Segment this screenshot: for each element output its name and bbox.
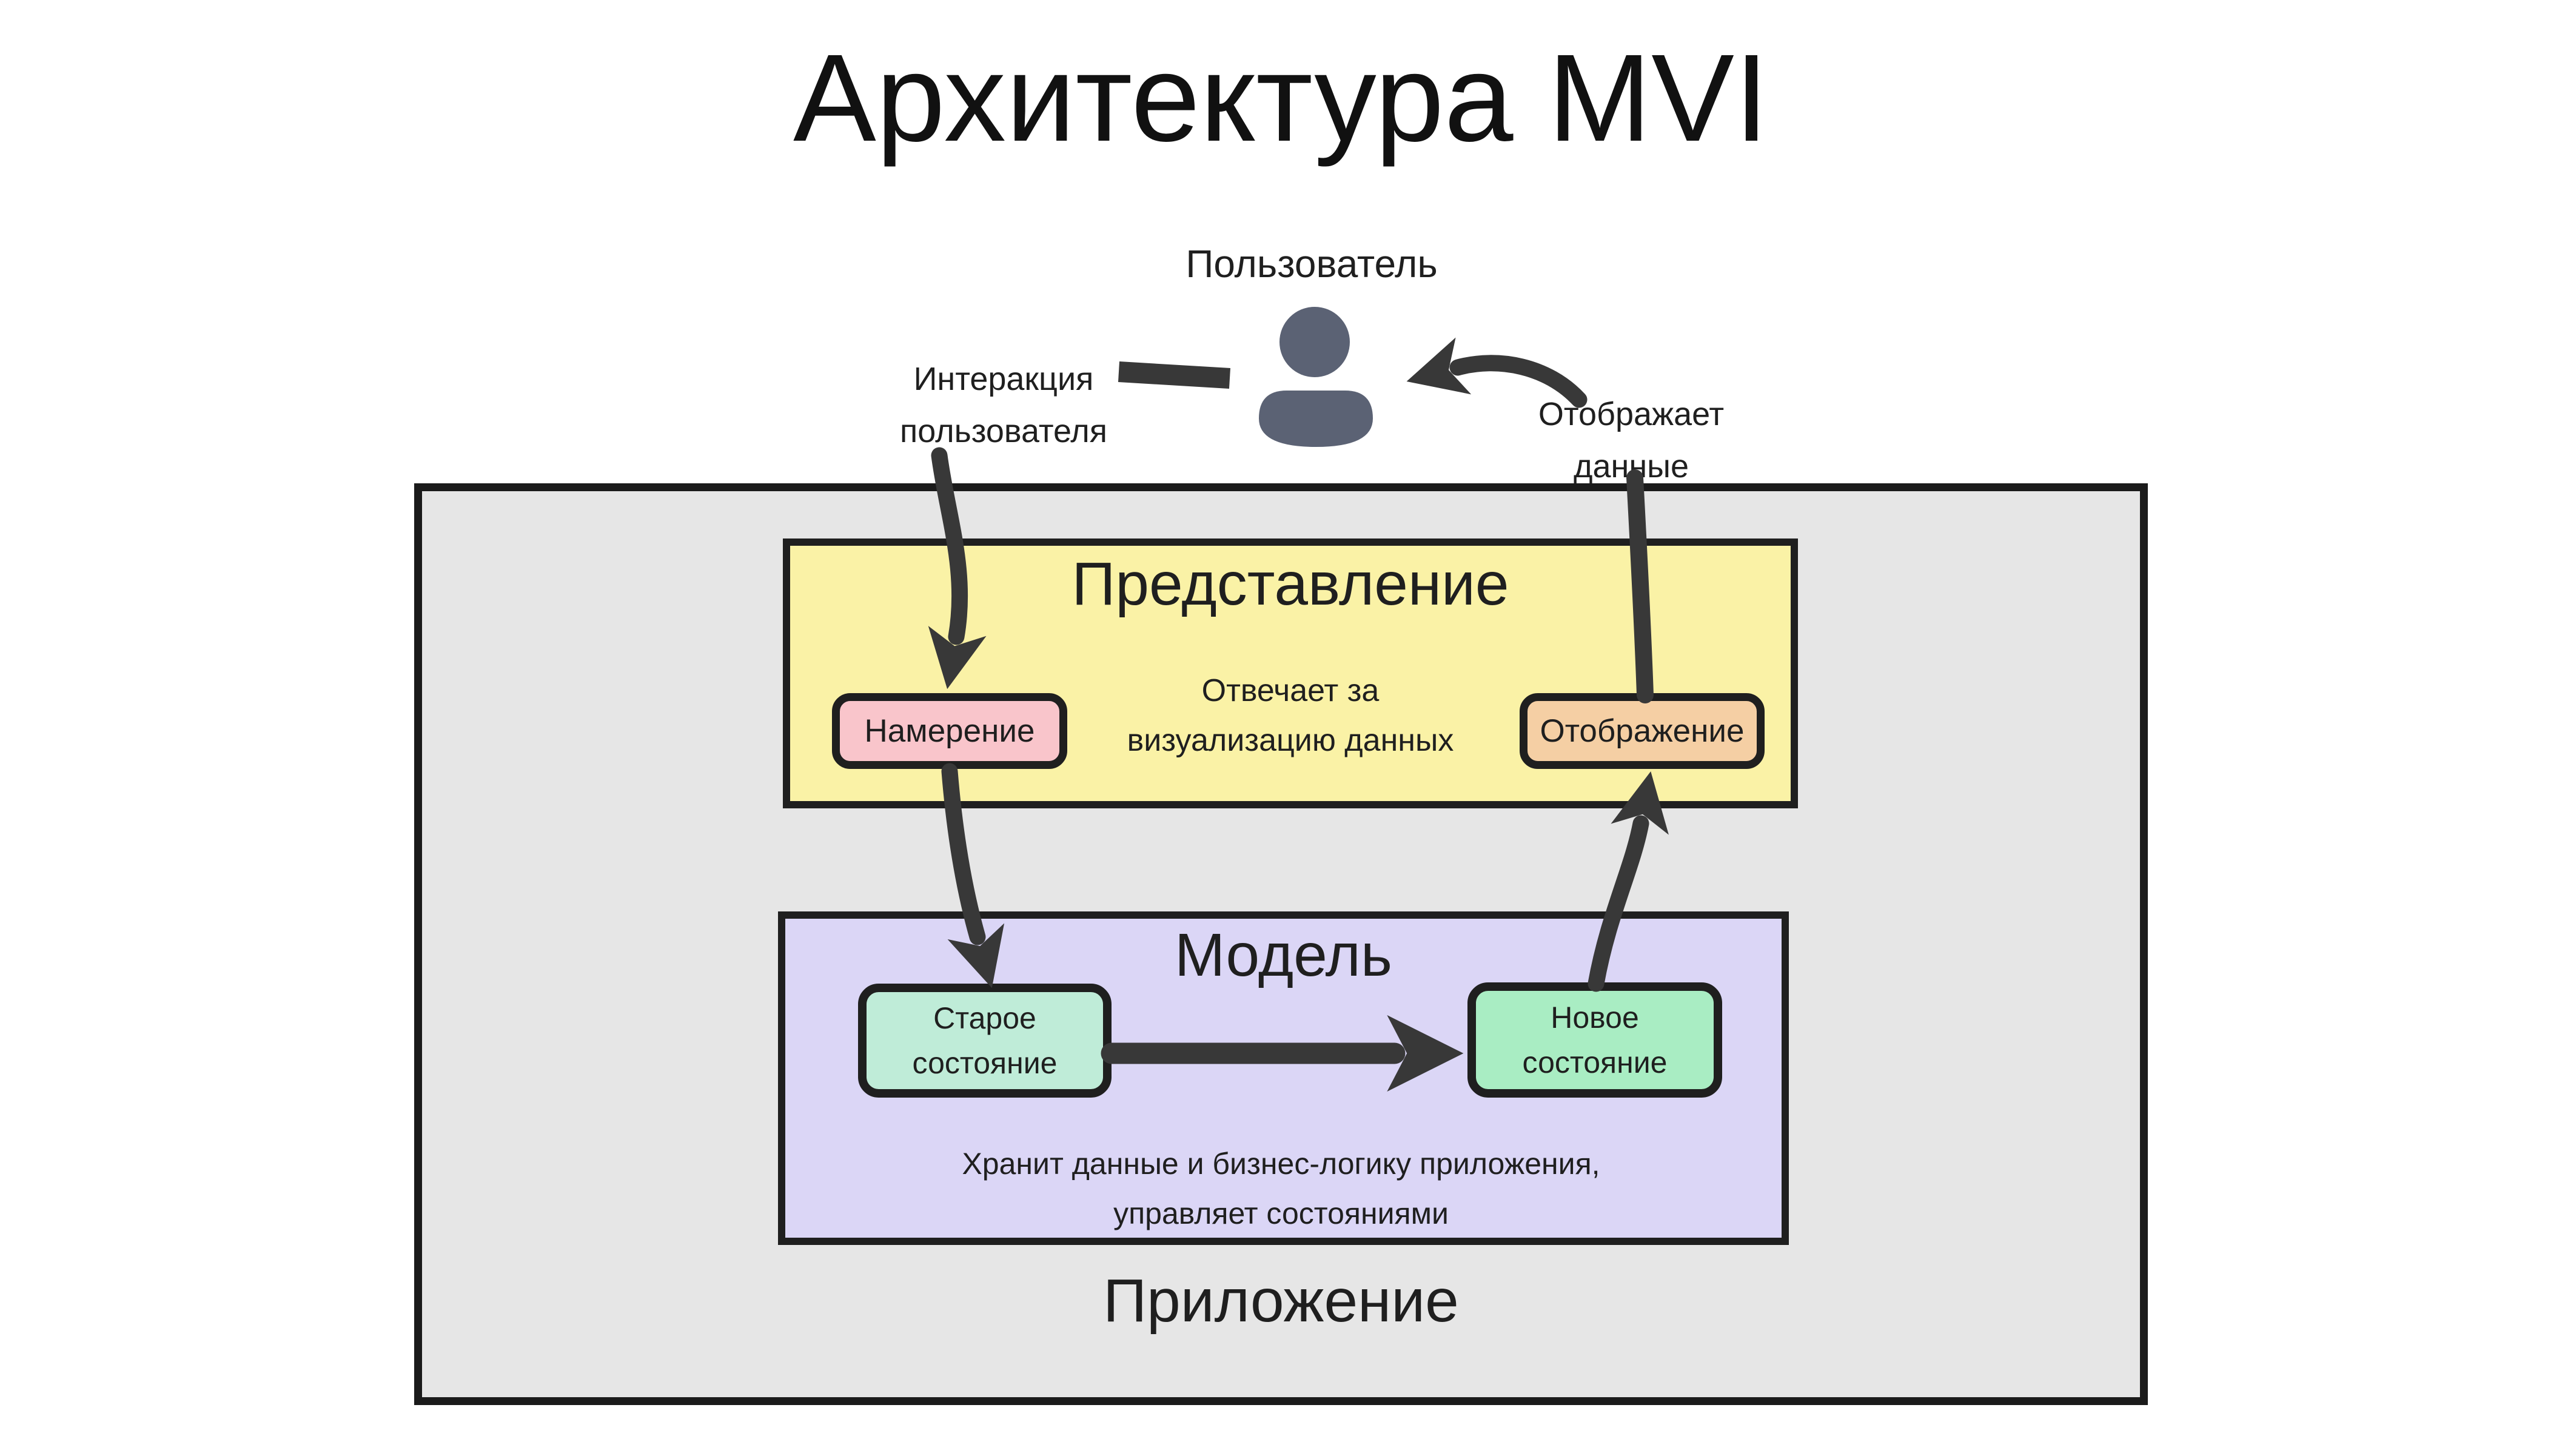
display-node-label: Отображение [1540, 713, 1745, 749]
new-state-label-line2: состояние [1522, 1045, 1668, 1079]
old-state-node: Старое состояние [858, 984, 1112, 1098]
view-description-line2: визуализацию данных [1127, 723, 1454, 758]
interaction-edge-label: Интеракция пользователя [849, 353, 1158, 457]
model-title: Модель [1175, 921, 1392, 989]
old-state-label-line2: состояние [912, 1046, 1058, 1080]
diagram-title: Архитектура MVI [793, 29, 1769, 167]
view-title: Представление [1071, 550, 1509, 618]
new-state-node: Новое состояние [1467, 982, 1722, 1098]
display-node: Отображение [1520, 693, 1765, 769]
user-icon [1259, 307, 1373, 447]
display-edge-label: Отображает данные [1474, 388, 1789, 492]
intent-node: Намерение [832, 693, 1067, 769]
interaction-edge-label-line1: Интеракция [913, 361, 1094, 397]
model-description: Хранит данные и бизнес-логику приложения… [414, 1139, 2148, 1238]
intent-node-label: Намерение [864, 713, 1035, 749]
new-state-label-line1: Новое [1551, 1001, 1639, 1035]
interaction-edge-label-line2: пользователя [900, 413, 1107, 449]
old-state-label-line1: Старое [933, 1001, 1036, 1035]
view-description: Отвечает за визуализацию данных [783, 666, 1798, 765]
view-description-line1: Отвечает за [1201, 673, 1380, 708]
model-description-line2: управляет состояниями [1113, 1196, 1449, 1230]
user-label: Пользователь [1185, 242, 1438, 286]
model-description-line1: Хранит данные и бизнес-логику приложения… [962, 1147, 1600, 1181]
display-edge-label-line1: Отображает [1538, 396, 1725, 432]
application-label: Приложение [1103, 1267, 1459, 1335]
display-edge-label-line2: данные [1573, 448, 1689, 485]
